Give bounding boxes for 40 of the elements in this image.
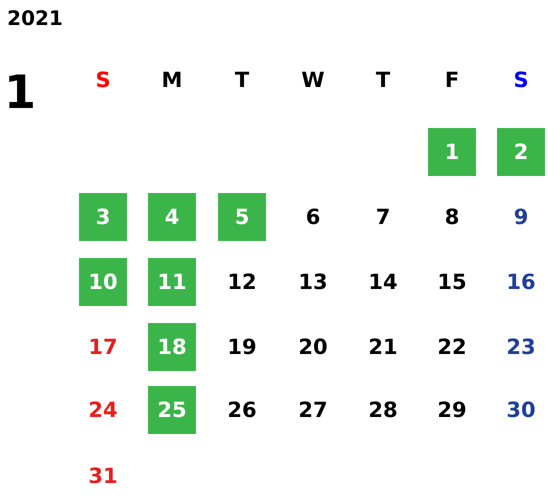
date-number: 8 [444, 204, 460, 231]
date-number: 14 [367, 269, 399, 296]
date-number: 6 [304, 204, 322, 231]
highlighted-date: 1 [428, 128, 476, 176]
date-number: 21 [367, 334, 399, 361]
date-number: 16 [505, 269, 537, 296]
date-number: 7 [374, 204, 392, 231]
weekday-header: F [444, 67, 460, 94]
date-number: 9 [512, 204, 530, 231]
date-number: 20 [297, 334, 329, 361]
weekday-header: S [94, 67, 112, 94]
highlighted-date: 10 [79, 258, 127, 306]
highlighted-date: 11 [148, 258, 196, 306]
highlighted-date: 18 [148, 323, 196, 371]
highlighted-date: 3 [79, 193, 127, 241]
highlighted-date: 2 [497, 128, 545, 176]
date-number: 27 [297, 397, 329, 424]
highlighted-date: 4 [148, 193, 196, 241]
date-number: 31 [87, 463, 119, 490]
date-number: 28 [367, 397, 399, 424]
weekday-header: T [234, 67, 250, 94]
month-number: 1 [2, 67, 37, 117]
date-number: 24 [87, 397, 119, 424]
date-number: 22 [436, 334, 468, 361]
date-number: 26 [226, 397, 258, 424]
date-number: 23 [505, 334, 537, 361]
highlighted-date: 5 [218, 193, 266, 241]
date-number: 30 [505, 397, 537, 424]
date-number: 12 [226, 269, 258, 296]
weekday-header: W [300, 67, 326, 94]
date-number: 19 [226, 334, 258, 361]
date-number: 29 [436, 397, 468, 424]
weekday-header: S [512, 67, 530, 94]
weekday-header: T [374, 67, 392, 94]
year-label: 2021 [6, 5, 64, 31]
date-number: 15 [436, 269, 468, 296]
highlighted-date: 25 [148, 386, 196, 434]
date-number: 17 [87, 334, 119, 361]
weekday-header: M [160, 67, 184, 94]
date-number: 13 [297, 269, 329, 296]
